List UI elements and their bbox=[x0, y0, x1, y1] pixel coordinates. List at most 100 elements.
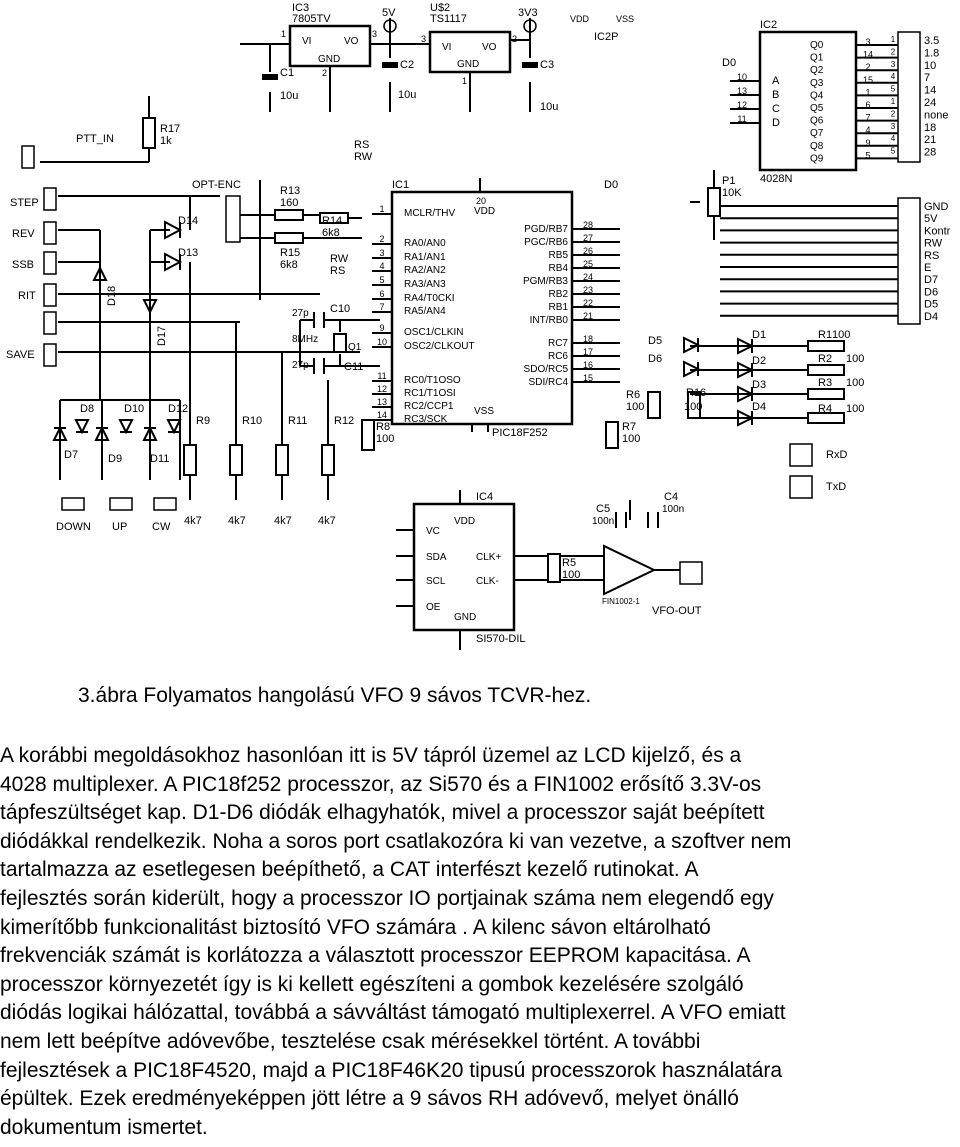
pic-pin-number: 14 bbox=[377, 410, 387, 420]
svg-text:RW: RW bbox=[330, 253, 349, 265]
mux-output-label: Q9 bbox=[810, 153, 824, 164]
svg-text:R4: R4 bbox=[818, 403, 832, 415]
pic-pin-label: RB2 bbox=[549, 289, 569, 300]
svg-text:R15: R15 bbox=[280, 247, 300, 259]
pic-pin-number: 13 bbox=[377, 397, 387, 407]
svg-text:C10: C10 bbox=[330, 303, 350, 315]
svg-text:C1: C1 bbox=[280, 67, 294, 79]
svg-text:D10: D10 bbox=[124, 403, 144, 415]
svg-text:R17: R17 bbox=[160, 123, 180, 135]
svg-text:R9: R9 bbox=[196, 415, 210, 427]
svg-text:TS1117: TS1117 bbox=[430, 13, 467, 25]
pic-pin-label: SDI/RC4 bbox=[529, 377, 569, 388]
band-label: 3.5 bbox=[924, 35, 939, 47]
mux-output-label: Q0 bbox=[810, 40, 824, 51]
data-line-network: D5 D6 D1 D2 D3 D4 R1 100 R2 100 R3 100 R… bbox=[361, 329, 864, 451]
paragraph-line: fejlesztések a PIC18F4520, majd a PIC18F… bbox=[0, 1058, 783, 1082]
pic-pin-label: PGD/RB7 bbox=[524, 224, 568, 235]
pic-pin-number: 26 bbox=[583, 246, 593, 256]
mux-pin-number: 3 bbox=[865, 37, 870, 47]
svg-text:D0: D0 bbox=[722, 57, 736, 69]
svg-text:4k7: 4k7 bbox=[228, 515, 246, 527]
supply-rails: 5V 3V3 C1 10u C2 10u C3 10u bbox=[240, 7, 558, 113]
contrast-pot: P1 10K D0 bbox=[604, 170, 742, 240]
pic-pin-label: RB1 bbox=[549, 302, 569, 313]
svg-text:RW: RW bbox=[354, 151, 373, 163]
paragraph-line: processzor környezetét így is ki kellett… bbox=[0, 972, 744, 996]
paragraph-line: diódákkal rendelkezik. Noha a soros port… bbox=[0, 829, 792, 853]
pic-pin-label: PGC/RB6 bbox=[524, 237, 568, 248]
pic-pin-number: 17 bbox=[583, 347, 593, 357]
svg-text:100n: 100n bbox=[662, 504, 684, 515]
svg-text:D12: D12 bbox=[168, 403, 188, 415]
connector-pin-number: 4 bbox=[891, 134, 896, 143]
svg-text:R12: R12 bbox=[334, 415, 354, 427]
svg-text:20: 20 bbox=[476, 196, 486, 206]
svg-text:100n: 100n bbox=[592, 516, 614, 527]
band-label: 14 bbox=[924, 85, 936, 97]
svg-text:C3: C3 bbox=[540, 59, 554, 71]
pic-pin-number: 23 bbox=[583, 285, 593, 295]
pic-pin-label: RA2/AN2 bbox=[404, 265, 446, 276]
band-label: 7 bbox=[924, 72, 930, 84]
pic-pin-number: 4 bbox=[379, 261, 384, 271]
svg-text:IC2P: IC2P bbox=[594, 31, 618, 43]
svg-text:D17: D17 bbox=[156, 326, 168, 346]
mux-input-label: B bbox=[772, 89, 779, 101]
pic-pin-label: RC2/CCP1 bbox=[404, 401, 454, 412]
svg-text:IC4: IC4 bbox=[476, 491, 493, 503]
svg-text:IC3: IC3 bbox=[292, 2, 309, 14]
paragraph-line: diódás logikai hálózattal, továbbá a sáv… bbox=[0, 1001, 786, 1025]
svg-text:4k7: 4k7 bbox=[318, 515, 336, 527]
connector-pin-number: 2 bbox=[891, 47, 896, 56]
band-label: 1.8 bbox=[924, 47, 939, 59]
lcd-label: GND bbox=[924, 201, 949, 213]
svg-text:VDD: VDD bbox=[474, 206, 495, 217]
svg-text:3: 3 bbox=[421, 34, 426, 44]
svg-text:R10: R10 bbox=[242, 415, 262, 427]
ic4-si570: IC4 SI570-DIL VC VDD SDA SCL OE GND CLK+… bbox=[396, 490, 580, 650]
svg-text:SSB: SSB bbox=[12, 259, 34, 271]
pic-pin-label: OSC1/CLKIN bbox=[404, 327, 463, 338]
mux-pin-number: 13 bbox=[737, 86, 747, 96]
svg-text:1k: 1k bbox=[160, 135, 172, 147]
svg-text:REV: REV bbox=[12, 228, 35, 240]
svg-text:PTT_IN: PTT_IN bbox=[76, 133, 114, 145]
pic-pin-label: RB5 bbox=[549, 250, 569, 261]
pic-pin-number: 28 bbox=[583, 220, 593, 230]
band-label: 18 bbox=[924, 122, 936, 134]
svg-text:D0: D0 bbox=[604, 179, 618, 191]
body-paragraph: A korábbi megoldásokhoz hasonlóan itt is… bbox=[0, 742, 960, 1142]
mux-pin-number: 15 bbox=[863, 75, 873, 85]
lcd-label: RS bbox=[924, 250, 939, 262]
svg-text:VC: VC bbox=[426, 526, 440, 537]
svg-text:3: 3 bbox=[372, 29, 377, 39]
svg-text:D8: D8 bbox=[80, 403, 94, 415]
data-diode bbox=[737, 337, 755, 355]
mux-pin-number: 7 bbox=[865, 113, 870, 123]
svg-text:GND: GND bbox=[457, 59, 479, 70]
svg-text:10u: 10u bbox=[540, 101, 558, 113]
svg-text:SI570-DIL: SI570-DIL bbox=[476, 633, 526, 645]
pic-pin-label: RA1/AN1 bbox=[404, 252, 446, 263]
paragraph-line: dokumentum ismertet. bbox=[0, 1115, 208, 1139]
pic-pin-number: 22 bbox=[583, 298, 593, 308]
pic-pin-number: 15 bbox=[583, 373, 593, 383]
pic-pin-number: 16 bbox=[583, 360, 593, 370]
svg-text:IC2: IC2 bbox=[760, 19, 777, 31]
svg-text:D11: D11 bbox=[150, 453, 169, 465]
svg-text:4k7: 4k7 bbox=[184, 515, 202, 527]
svg-text:U$2: U$2 bbox=[430, 2, 450, 14]
pic-pin-label: INT/RB0 bbox=[530, 315, 569, 326]
data-diode bbox=[737, 385, 755, 403]
svg-text:1: 1 bbox=[281, 29, 286, 39]
data-resistor bbox=[807, 340, 845, 352]
svg-text:4k7: 4k7 bbox=[274, 515, 292, 527]
svg-text:5V: 5V bbox=[382, 7, 396, 19]
pic-pin-number: 2 bbox=[379, 234, 384, 244]
svg-text:RIT: RIT bbox=[18, 290, 36, 302]
band-label: 28 bbox=[924, 147, 936, 159]
lcd-label: E bbox=[924, 262, 931, 274]
